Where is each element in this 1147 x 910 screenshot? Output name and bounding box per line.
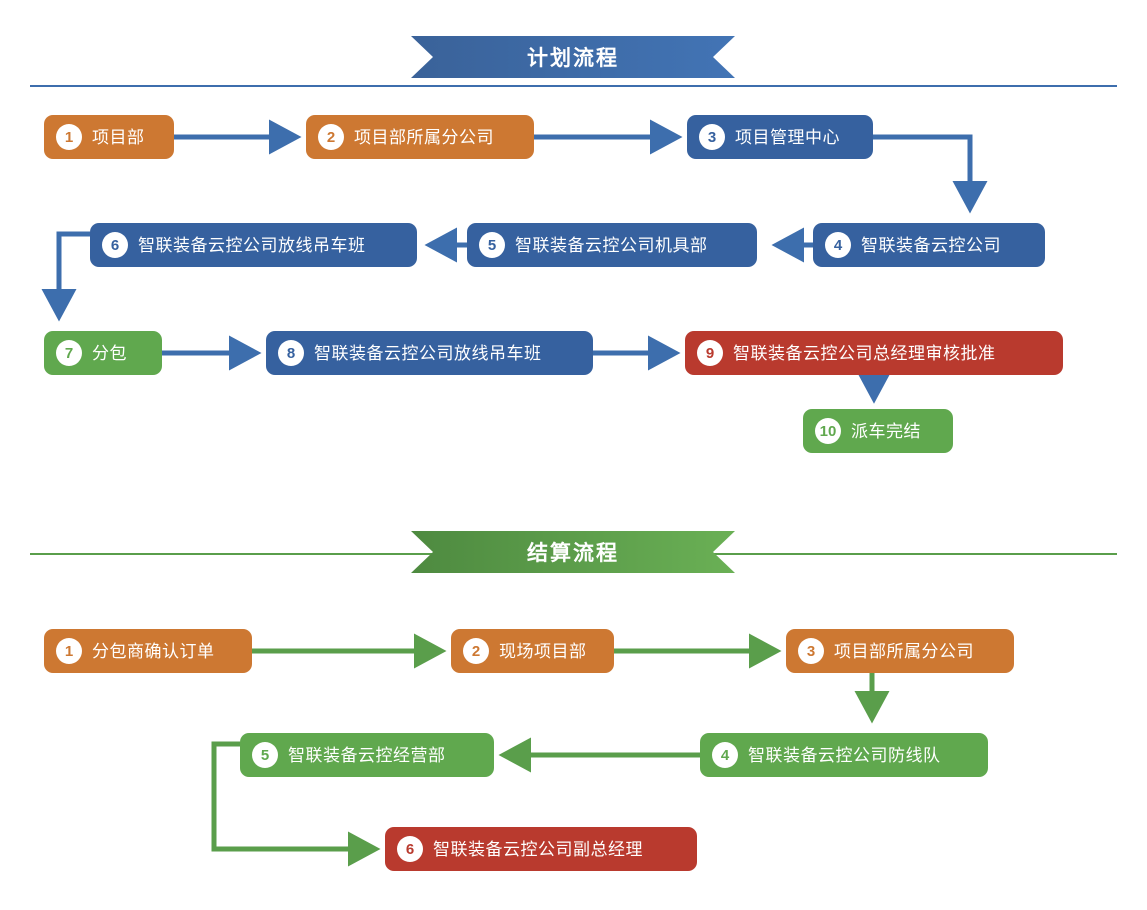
- settlement-node-3[interactable]: 3 项目部所属分公司: [786, 629, 1014, 673]
- plan-node-2-number: 2: [318, 124, 344, 150]
- plan-node-6[interactable]: 6 智联装备云控公司放线吊车班: [90, 223, 417, 267]
- settlement-node-1-label: 分包商确认订单: [92, 641, 215, 661]
- plan-node-1-label: 项目部: [92, 127, 145, 147]
- plan-node-3[interactable]: 3 项目管理中心: [687, 115, 873, 159]
- arrow-plan-6-7: [41, 231, 90, 322]
- settlement-node-6-label: 智联装备云控公司副总经理: [433, 839, 643, 859]
- plan-node-9[interactable]: 9 智联装备云控公司总经理审核批准: [685, 331, 1063, 375]
- plan-node-4-number: 4: [825, 232, 851, 258]
- settlement-banner-ribbon: [411, 531, 735, 573]
- settlement-section-title: 结算流程: [527, 542, 619, 565]
- plan-node-4[interactable]: 4 智联装备云控公司: [813, 223, 1045, 267]
- plan-node-7[interactable]: 7 分包: [44, 331, 162, 375]
- plan-node-4-label: 智联装备云控公司: [861, 235, 1001, 255]
- settlement-node-6[interactable]: 6 智联装备云控公司副总经理: [385, 827, 697, 871]
- plan-node-6-number: 6: [102, 232, 128, 258]
- settlement-node-1[interactable]: 1 分包商确认订单: [44, 629, 252, 673]
- plan-node-3-number: 3: [699, 124, 725, 150]
- plan-node-3-label: 项目管理中心: [735, 127, 840, 147]
- plan-node-6-label: 智联装备云控公司放线吊车班: [138, 235, 366, 255]
- plan-node-7-label: 分包: [92, 343, 127, 363]
- plan-node-10-number: 10: [815, 418, 841, 444]
- plan-section-title: 计划流程: [527, 47, 619, 70]
- plan-node-5-label: 智联装备云控公司机具部: [515, 235, 708, 255]
- plan-node-7-number: 7: [56, 340, 82, 366]
- settlement-node-5[interactable]: 5 智联装备云控经营部: [240, 733, 494, 777]
- plan-banner-ribbon: [411, 36, 735, 78]
- settlement-node-5-number: 5: [252, 742, 278, 768]
- plan-node-8-number: 8: [278, 340, 304, 366]
- settlement-node-3-number: 3: [798, 638, 824, 664]
- settlement-node-3-label: 项目部所属分公司: [834, 641, 974, 661]
- settlement-node-2-label: 现场项目部: [499, 641, 587, 661]
- plan-node-10[interactable]: 10 派车完结: [803, 409, 953, 453]
- settlement-node-4[interactable]: 4 智联装备云控公司防线队: [700, 733, 988, 777]
- plan-node-8-label: 智联装备云控公司放线吊车班: [314, 343, 542, 363]
- plan-node-1[interactable]: 1 项目部: [44, 115, 174, 159]
- plan-node-5[interactable]: 5 智联装备云控公司机具部: [467, 223, 757, 267]
- settlement-node-2[interactable]: 2 现场项目部: [451, 629, 614, 673]
- plan-node-2[interactable]: 2 项目部所属分公司: [306, 115, 534, 159]
- plan-node-5-number: 5: [479, 232, 505, 258]
- arrow-plan-3-4: [873, 134, 988, 214]
- plan-section-banner: 计划流程: [411, 36, 735, 78]
- plan-node-9-label: 智联装备云控公司总经理审核批准: [733, 343, 996, 363]
- plan-node-8[interactable]: 8 智联装备云控公司放线吊车班: [266, 331, 593, 375]
- plan-node-9-number: 9: [697, 340, 723, 366]
- settlement-node-4-number: 4: [712, 742, 738, 768]
- plan-node-1-number: 1: [56, 124, 82, 150]
- settlement-node-1-number: 1: [56, 638, 82, 664]
- settlement-node-6-number: 6: [397, 836, 423, 862]
- plan-node-10-label: 派车完结: [851, 421, 921, 441]
- plan-node-2-label: 项目部所属分公司: [354, 127, 494, 147]
- plan-section-rule: [30, 85, 1117, 87]
- settlement-node-2-number: 2: [463, 638, 489, 664]
- settlement-node-5-label: 智联装备云控经营部: [288, 745, 446, 765]
- settlement-section-banner: 结算流程: [411, 531, 735, 573]
- settlement-node-4-label: 智联装备云控公司防线队: [748, 745, 941, 765]
